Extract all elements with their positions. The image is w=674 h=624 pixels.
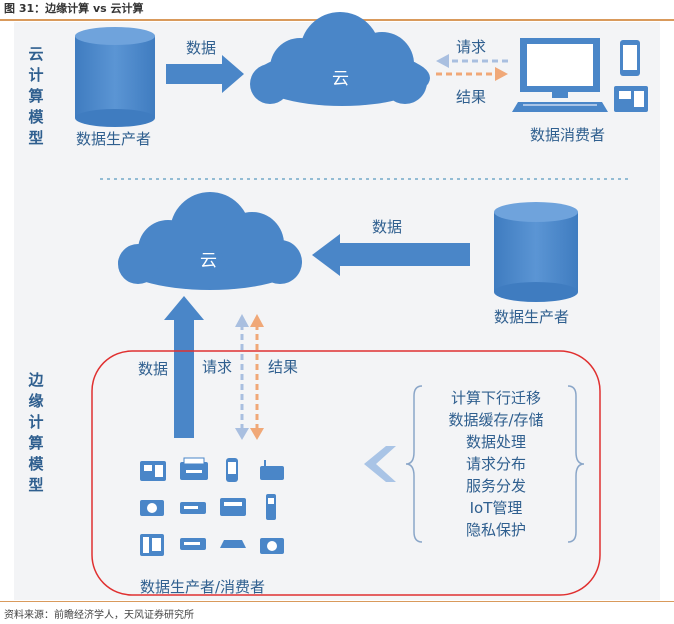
producer-label-top: 数据生产者 [76,130,152,148]
camera-icon [140,500,164,516]
edge-highlight-frame [91,350,601,596]
brace-left [405,385,423,543]
printer-icon-top [614,86,648,112]
request-arrow-vertical [235,314,249,440]
edge-functions-list: 计算下行迁移 数据缓存/存储 数据处理 请求分布 服务分发 IoT管理 隐私保护 [418,387,574,541]
producer-label-middle: 数据生产者 [494,308,570,326]
result-arrow-top [436,67,508,81]
dvr-icon [180,502,206,514]
projector-icon [260,538,284,554]
cloud-label-top: 云 [332,69,349,89]
function-item: 数据处理 [465,433,526,451]
devices-label: 数据生产者/消费者 [140,578,266,596]
function-item: 请求分布 [465,455,526,473]
edge-model-section-label: 边缘计算模型 [28,371,44,494]
result-arrow-vertical [250,314,264,440]
router-icon [260,460,284,480]
function-item: 服务分发 [465,477,526,495]
chevron-left-icon [364,446,396,482]
fax-icon [180,457,208,480]
function-item: IoT管理 [469,499,523,517]
phone-icon-top [620,40,640,76]
producer-database-icon-top [75,27,155,127]
figure-title: 图 31：边缘计算 vs 云计算 [4,2,144,15]
switch-icon [220,540,246,548]
request-label-top: 请求 [456,38,487,56]
consumer-label-top: 数据消费者 [530,126,606,144]
producer-database-icon-middle [494,202,578,302]
printer-icon [140,461,166,481]
function-item: 计算下行迁移 [450,389,541,407]
result-label-vertical: 结果 [268,358,299,376]
request-label-vertical: 请求 [202,358,233,376]
modem-icon [180,538,206,550]
data-label-top: 数据 [186,39,217,57]
source-note: 资料来源：前瞻经济学人，天风证券研究所 [4,610,194,621]
data-arrow-left-middle [312,234,470,276]
computer-icon [512,38,608,112]
data-label-middle: 数据 [372,218,403,236]
data-arrow-right-top [166,55,244,93]
cloud-label-middle: 云 [200,251,217,271]
bottom-rule [0,601,674,602]
handset-icon [226,458,238,482]
cloud-model-section-label: 云计算模型 [28,45,44,147]
data-label-up: 数据 [138,360,169,378]
cloud-icon-middle [118,192,302,290]
scanner-icon [220,498,246,516]
function-item: 数据缓存/存储 [448,411,544,429]
data-arrow-up [164,296,204,438]
function-item: 隐私保护 [465,521,526,539]
phone-icon [140,534,164,556]
result-label-top: 结果 [456,88,487,106]
remote-icon [266,494,276,520]
device-icons-grid [140,457,284,556]
brace-right [567,385,585,543]
cloud-icon-top [250,12,430,106]
request-arrow-top [436,54,508,68]
